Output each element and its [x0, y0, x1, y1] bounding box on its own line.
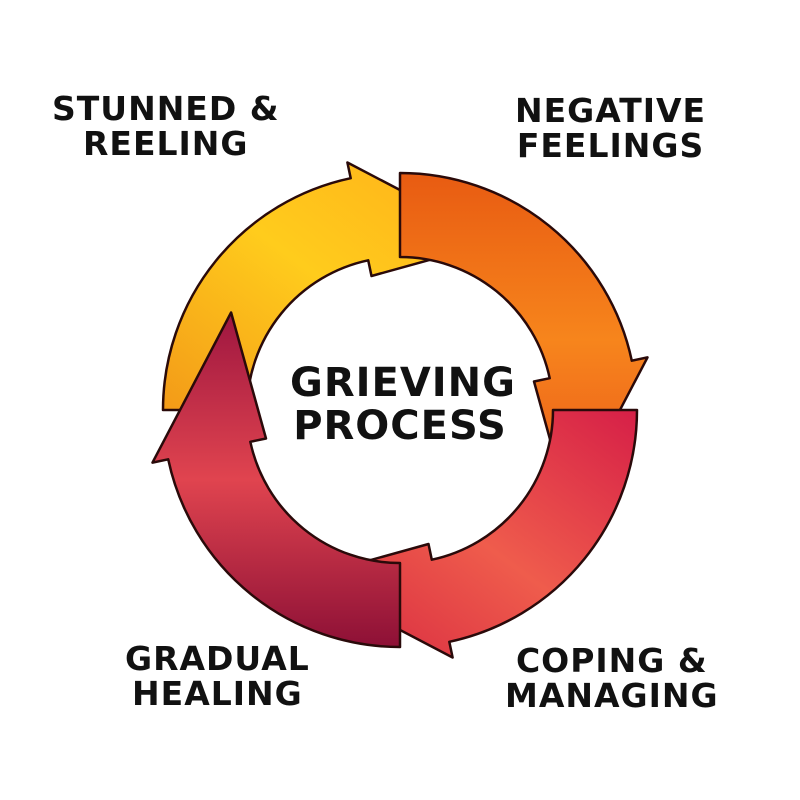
stage-label-line: STUNNED &: [52, 89, 280, 128]
center-title-line: GRIEVING: [290, 360, 516, 406]
center-title: GRIEVING PROCESS: [290, 360, 516, 450]
stage-label-line: NEGATIVE: [515, 91, 707, 130]
stage-label-line: MANAGING: [505, 675, 719, 715]
stage-label-gradual-healing: GRADUAL HEALING: [125, 639, 310, 713]
stage-label-coping-managing: COPING & MANAGING: [505, 641, 719, 715]
stage-label-line: REELING: [83, 123, 249, 163]
arrow-healing-to-stunned: [151, 311, 402, 649]
stage-label-line: GRADUAL: [125, 639, 310, 678]
stage-label-line: HEALING: [132, 673, 303, 713]
stage-label-line: COPING &: [515, 641, 708, 680]
center-title-line: PROCESS: [293, 403, 507, 450]
stage-label-line: FEELINGS: [516, 125, 705, 165]
stage-label-stunned-reeling: STUNNED & REELING: [52, 89, 280, 163]
stage-label-negative-feelings: NEGATIVE FEELINGS: [515, 91, 707, 165]
